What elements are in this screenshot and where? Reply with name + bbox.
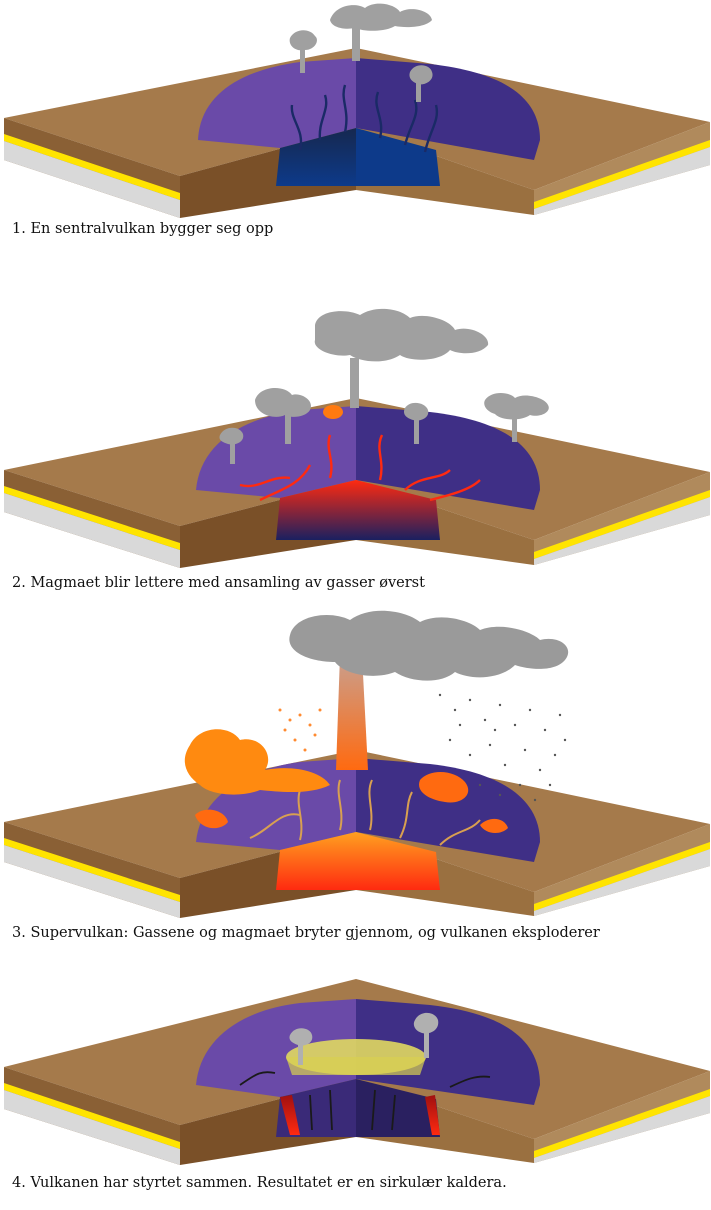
smoke-plume (219, 308, 549, 464)
caldera (286, 1039, 426, 1075)
step-4-caption: 4. Vulkanen har styrtet sammen. Resultat… (12, 1175, 507, 1191)
smoke-plume (289, 3, 433, 102)
volcano-cone (196, 405, 540, 540)
step-3-panel: 3. Supervulkan: Gassene og magmaet bryte… (0, 600, 711, 950)
step-2-caption: 2. Magmaet blir lettere med ansamling av… (12, 575, 425, 591)
step-1-caption: 1. En sentralvulkan bygger seg opp (12, 221, 274, 237)
step-4-panel: 4. Vulkanen har styrtet sammen. Resultat… (0, 975, 711, 1205)
step-1-panel: 1. En sentralvulkan bygger seg opp (0, 0, 711, 245)
step-1-diagram (4, 3, 710, 218)
volcano-cone (198, 58, 540, 186)
ash-cloud (278, 610, 569, 802)
step-4-diagram (4, 979, 710, 1165)
eruption-lava (184, 655, 508, 834)
step-3-diagram (4, 610, 710, 918)
smoke-plume (289, 1012, 439, 1065)
step-2-panel: 2. Magmaet blir lettere med ansamling av… (0, 300, 711, 600)
step-2-diagram (4, 308, 710, 568)
step-3-caption: 3. Supervulkan: Gassene og magmaet bryte… (12, 925, 600, 941)
